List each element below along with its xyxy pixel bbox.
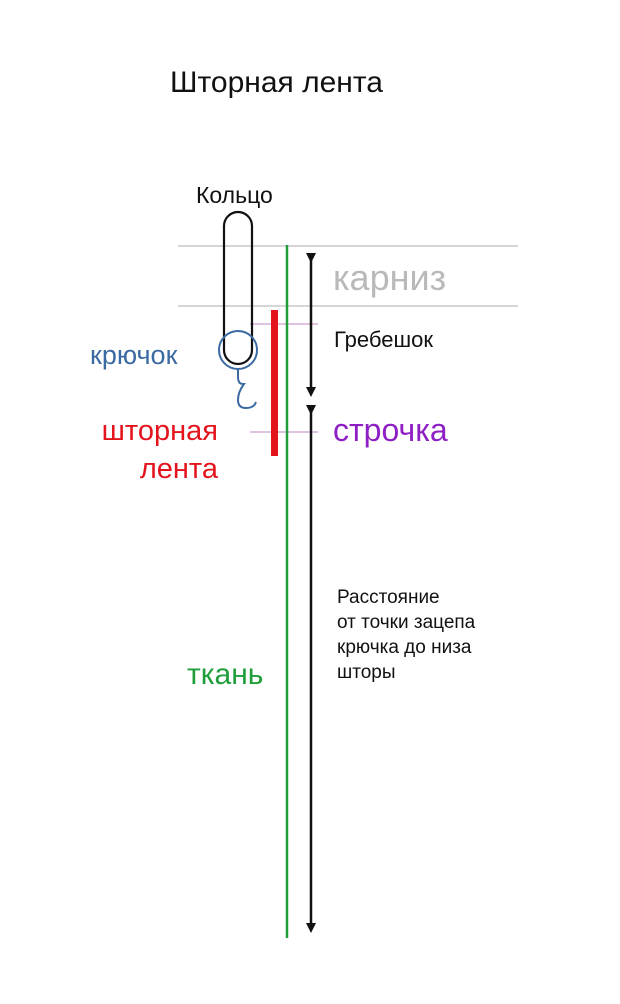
distance-label-line1: Расстояние [337,587,440,608]
distance-label-line2: от точки зацепа [337,612,476,633]
heading-label: Гребешок [334,327,433,352]
fabric-label: ткань [187,658,264,691]
hook-label: крючок [90,340,178,370]
curtain-tape-strip [271,310,278,456]
curtain-tape-label: шторная лента [40,412,218,488]
ring-label: Кольцо [196,182,273,208]
distance-label: Расстояние от точки зацепа крючка до низ… [337,585,475,685]
hook-tail [236,369,257,410]
ring-shape [222,210,254,366]
curtain-tape-label-line1: шторная [101,415,218,447]
distance-label-line3: крючка до низа [337,637,472,658]
curtain-tape-label-line2: лента [139,453,218,485]
distance-label-line4: шторы [337,662,396,683]
stitch-label: строчка [333,412,448,448]
curtain-rod-label: карниз [333,257,447,298]
diagram-title: Шторная лента [170,66,383,99]
